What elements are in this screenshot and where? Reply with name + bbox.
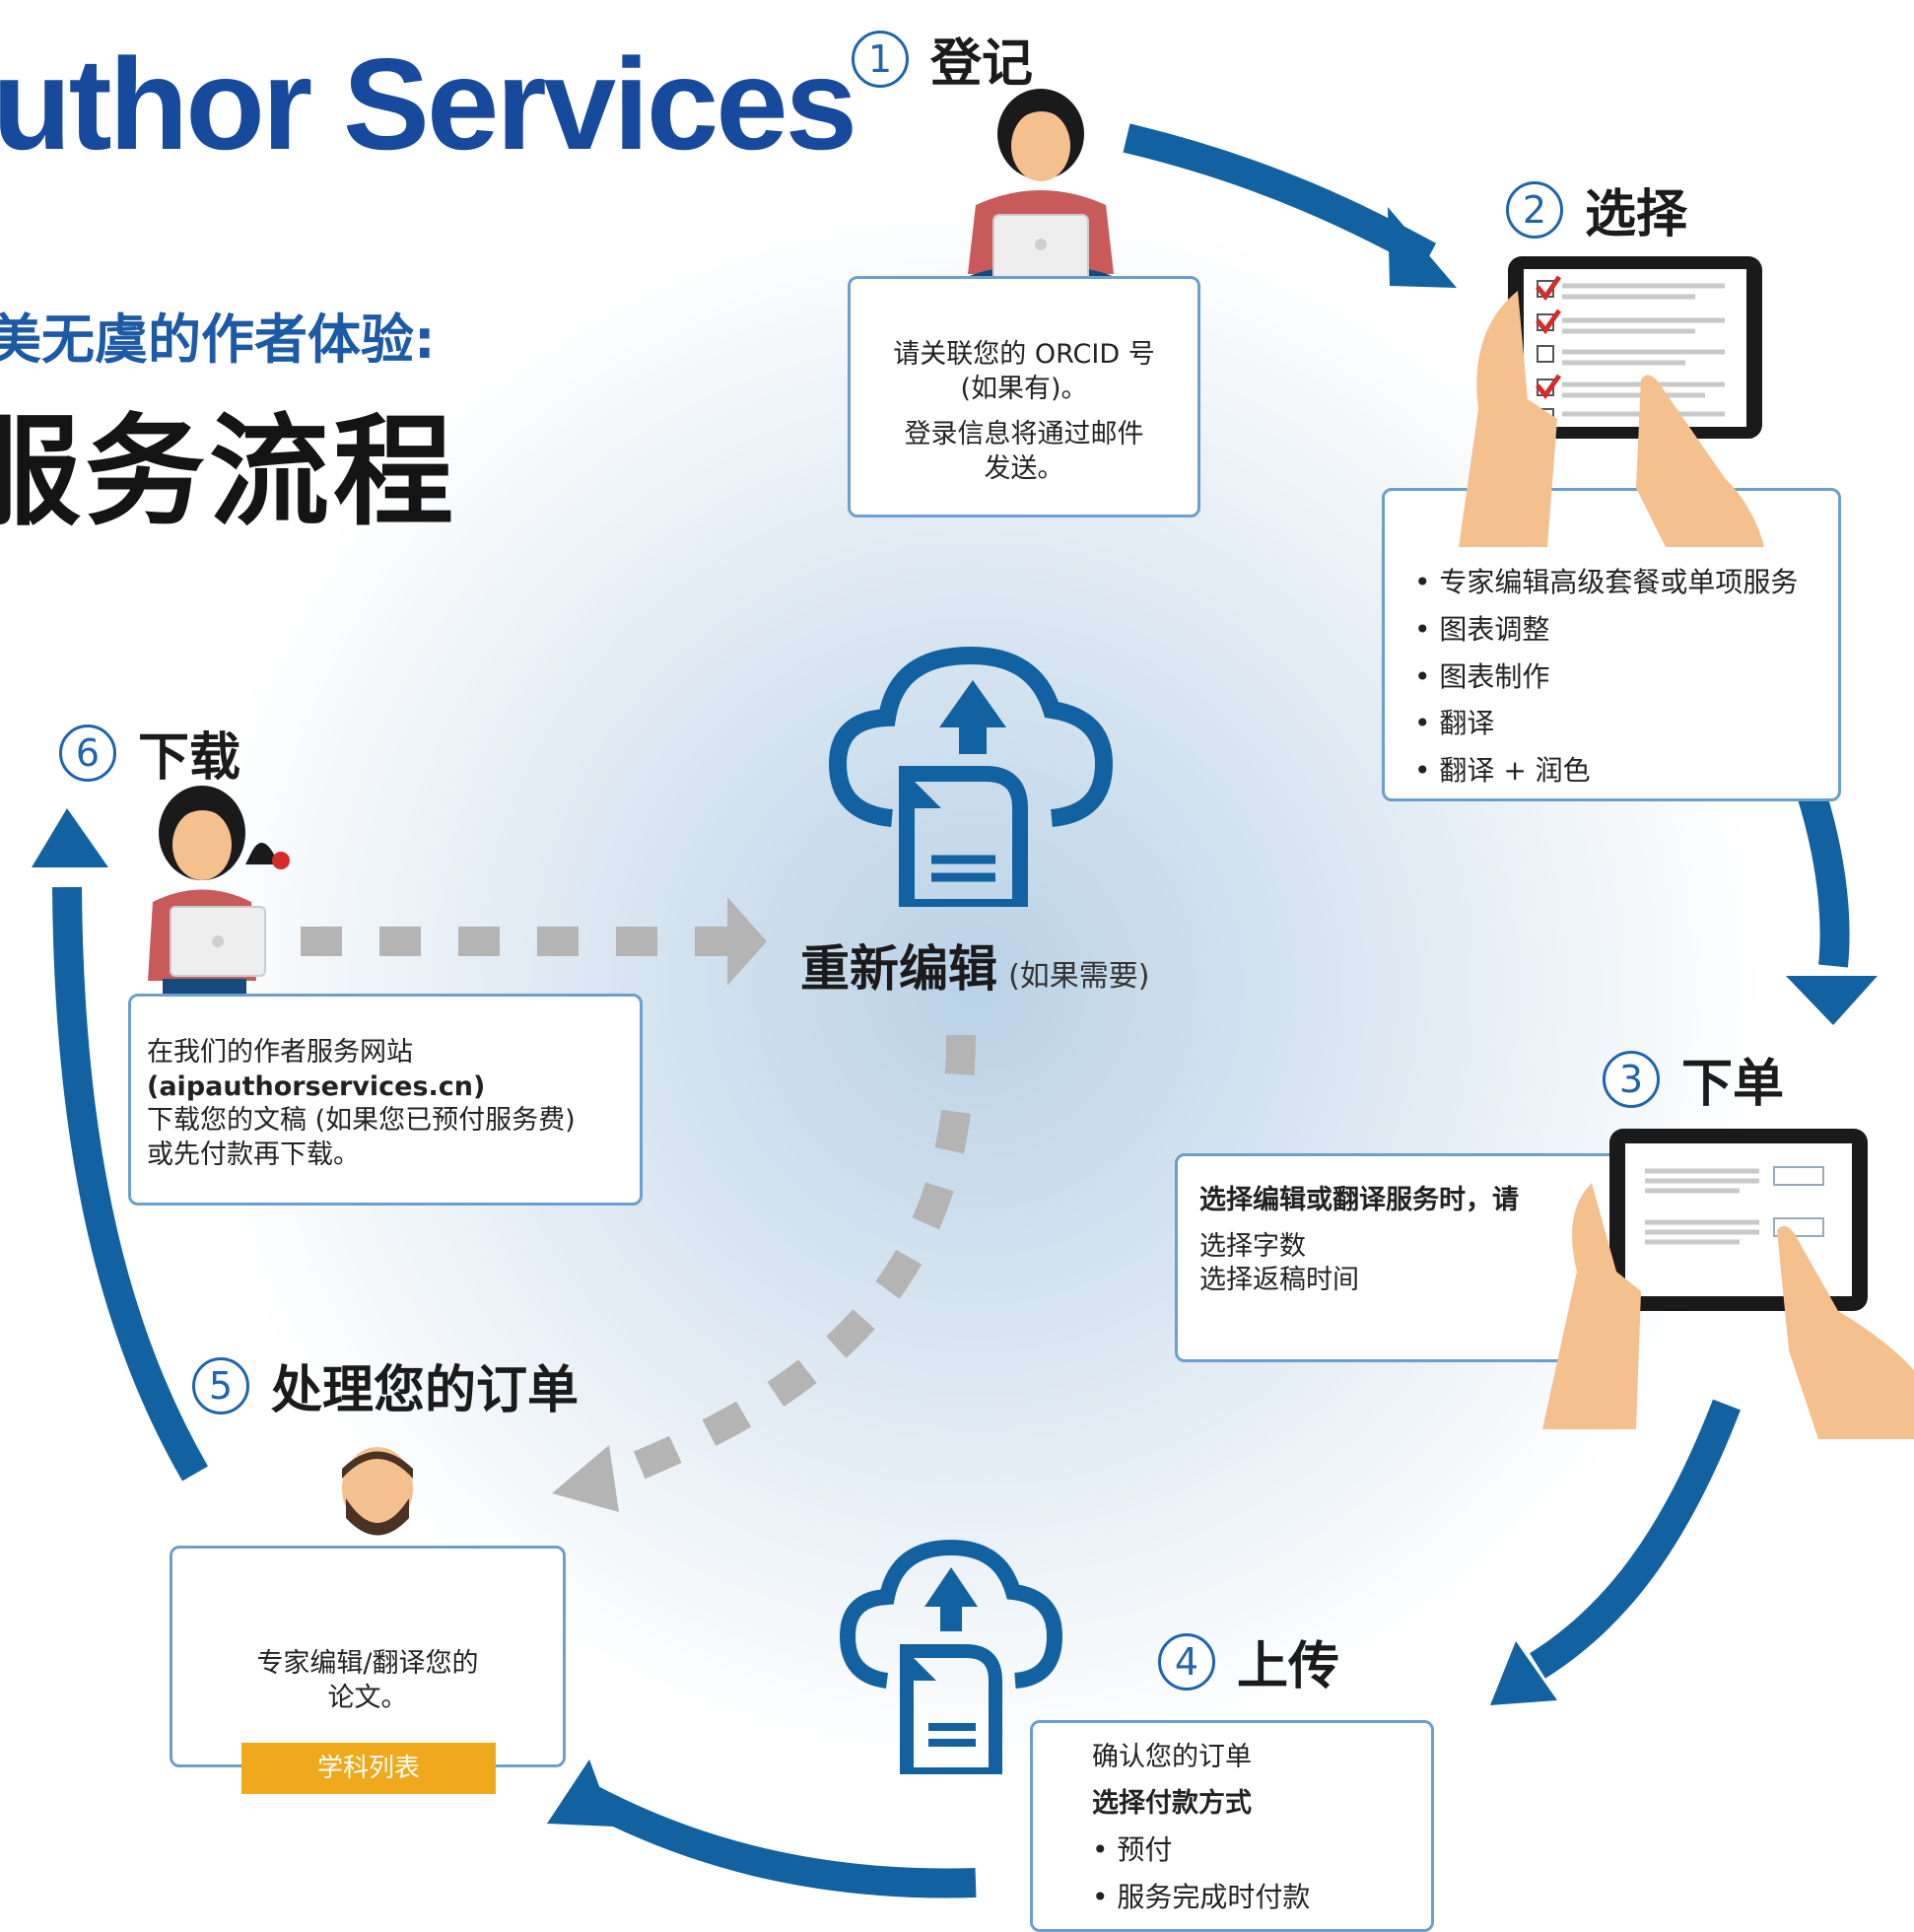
step-5-line: 专家编辑/翻译您的 bbox=[256, 1648, 479, 1679]
step-2-item: 图表调整 bbox=[1414, 612, 1838, 648]
re-edit-label: 重新编辑 (如果需要) bbox=[800, 930, 1150, 1000]
step-2-box: 专家编辑高级套餐或单项服务 图表调整 图表制作 翻译 翻译 + 润色 bbox=[1382, 488, 1841, 801]
arrow-head-2 bbox=[1388, 207, 1457, 288]
step-3-line: 选择字数 bbox=[1199, 1230, 1306, 1262]
re-edit-title: 重新编辑 bbox=[800, 940, 997, 998]
cloud-upload-icon bbox=[828, 646, 1114, 907]
arrow-head-6 bbox=[32, 808, 108, 867]
dash-arrow-head-step5 bbox=[552, 1445, 619, 1512]
step-1-line: 请关联您的 ORCID 号 bbox=[893, 339, 1155, 370]
subject-list-button[interactable]: 学科列表 bbox=[241, 1743, 496, 1794]
step-1-number: 1 bbox=[852, 30, 909, 88]
step-2-item: 图表制作 bbox=[1414, 659, 1838, 695]
step-3-instruction: 选择编辑或翻译服务时，请 bbox=[1199, 1185, 1519, 1215]
step-6-website-link[interactable]: (aipauthorservices.cn) bbox=[147, 1070, 486, 1102]
page-title: uthor Services bbox=[0, 32, 857, 176]
tablet-checklist-icon bbox=[1459, 256, 1764, 547]
step-2-item: 翻译 bbox=[1414, 706, 1838, 741]
step-5-box: 专家编辑/翻译您的 论文。 bbox=[170, 1546, 566, 1767]
step-1-line: (如果有)。 bbox=[960, 373, 1088, 404]
step-6-box: 在我们的作者服务网站 (aipauthorservices.cn) 下载您的文稿… bbox=[128, 994, 643, 1206]
cloud-upload-icon bbox=[839, 1539, 1063, 1774]
step-1-box: 请关联您的 ORCID 号 (如果有)。 登录信息将通过邮件 发送。 bbox=[848, 276, 1200, 518]
arrow-head-3 bbox=[1786, 976, 1878, 1025]
step-6-line: 在我们的作者服务网站 bbox=[147, 1037, 413, 1068]
arrow-5-to-6 bbox=[52, 886, 208, 1482]
step-6-label: 下载 bbox=[138, 728, 241, 788]
step-4-box: 确认您的订单 选择付款方式 预付 服务完成时付款 bbox=[1030, 1720, 1434, 1932]
arrow-head-4 bbox=[1490, 1641, 1557, 1705]
step-4-item: 预付 bbox=[1092, 1832, 1431, 1868]
process-heading: 服务流程 bbox=[0, 402, 457, 542]
dash-arrow-head-center bbox=[727, 897, 767, 986]
step-1-label: 登记 bbox=[930, 34, 1034, 94]
arrow-3-to-4 bbox=[1530, 1399, 1741, 1679]
person-notification-icon bbox=[148, 786, 290, 1018]
step-4-line: 确认您的订单 bbox=[1092, 1742, 1252, 1772]
step-4-header: 4 上传 bbox=[1158, 1624, 1339, 1698]
step-6-header: 6 下载 bbox=[59, 716, 240, 790]
step-2-item: 翻译 + 润色 bbox=[1414, 753, 1838, 789]
step-6-line: 或先付款再下载。 bbox=[147, 1138, 360, 1170]
step-1-header: 1 登记 bbox=[852, 22, 1033, 96]
step-2-label: 选择 bbox=[1585, 185, 1688, 244]
step-3-header: 3 下单 bbox=[1603, 1042, 1784, 1116]
step-3-number: 3 bbox=[1603, 1050, 1660, 1108]
arrow-1-to-2 bbox=[1123, 123, 1437, 270]
step-5-line: 论文。 bbox=[327, 1682, 408, 1713]
step-1-line: 登录信息将通过邮件 bbox=[904, 419, 1144, 450]
step-5-number: 5 bbox=[192, 1356, 249, 1414]
step-3-box: 选择编辑或翻译服务时，请 选择字数 选择返稿时间 bbox=[1175, 1153, 1638, 1362]
step-4-label: 上传 bbox=[1237, 1637, 1340, 1696]
step-1-line: 发送。 bbox=[984, 452, 1064, 484]
step-6-number: 6 bbox=[59, 724, 116, 782]
step-2-item: 专家编辑高级套餐或单项服务 bbox=[1414, 565, 1838, 600]
step-2-header: 2 选择 bbox=[1506, 172, 1687, 246]
step-5-header: 5 处理您的订单 bbox=[192, 1348, 579, 1422]
arrow-head-5 bbox=[547, 1760, 614, 1827]
re-edit-note: (如果需要) bbox=[1008, 959, 1150, 994]
step-2-number: 2 bbox=[1506, 180, 1563, 239]
step-4-number: 4 bbox=[1158, 1632, 1215, 1690]
step-4-item: 服务完成时付款 bbox=[1092, 1880, 1431, 1915]
page-subtitle: 美无虞的作者体验: bbox=[0, 309, 436, 371]
step-3-label: 下单 bbox=[1681, 1055, 1785, 1114]
step-4-payment-title: 选择付款方式 bbox=[1092, 1787, 1252, 1819]
step-6-line: 下载您的文稿 (如果您已预付服务费) bbox=[147, 1105, 576, 1137]
arrow-4-to-5 bbox=[574, 1780, 977, 1898]
step-5-label: 处理您的订单 bbox=[271, 1361, 580, 1420]
tablet-form-icon bbox=[1542, 1129, 1914, 1439]
step-3-line: 选择返稿时间 bbox=[1199, 1265, 1359, 1296]
